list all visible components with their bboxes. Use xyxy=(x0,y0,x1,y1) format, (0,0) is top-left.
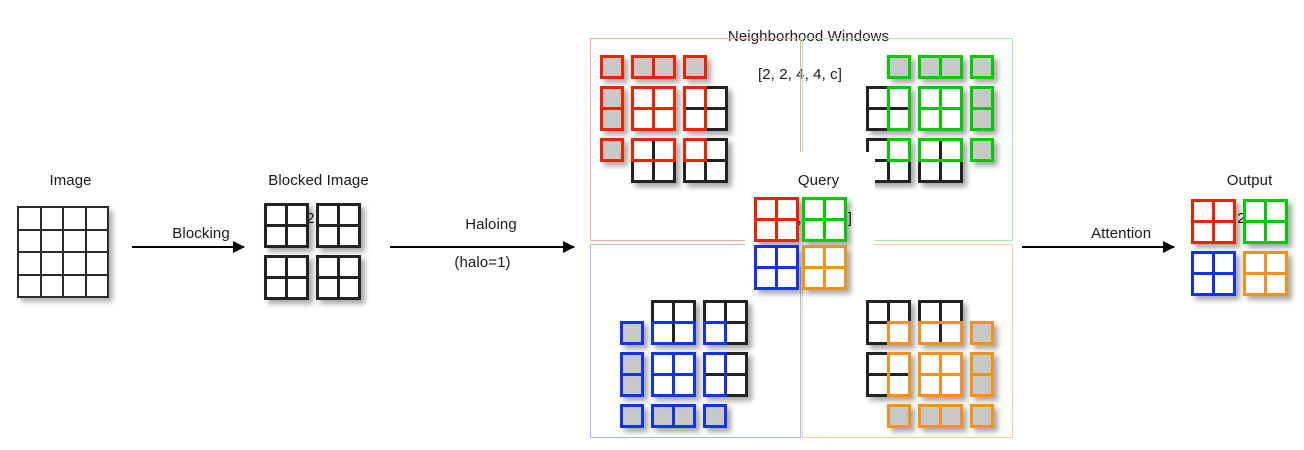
output-label-text: Output xyxy=(1226,172,1273,189)
halo-overlay xyxy=(703,321,727,345)
quadrant-box-top-right xyxy=(802,38,1013,241)
halo-overlay xyxy=(918,321,963,345)
output-tile-green xyxy=(1243,199,1288,244)
halo-edge-cell xyxy=(683,55,707,79)
image-cell xyxy=(64,230,85,251)
blocked-image-label-text: Blocked Image xyxy=(268,172,369,189)
neighborhood-windows-label: Neighborhood Windows [2, 2, 4, 4, c] xyxy=(690,8,910,122)
attention-arrow xyxy=(1022,241,1175,253)
image-cell xyxy=(41,230,62,251)
quadrant-box-top-left xyxy=(590,38,801,241)
haloing-arrow xyxy=(390,241,575,253)
halo-edge-cell xyxy=(887,55,911,79)
blocking-label-text: Blocking xyxy=(172,225,230,242)
haloing-op-label: Haloing (halo=1) xyxy=(410,196,555,310)
query-block xyxy=(651,352,696,397)
halo-overlay xyxy=(683,86,707,131)
blocking-op-label: Blocking xyxy=(125,205,260,262)
query-group xyxy=(754,197,860,293)
neighborhood-label-text: Neighborhood Windows xyxy=(727,28,890,45)
output-tile-red xyxy=(1191,199,1236,244)
haloing-label-text: Haloing xyxy=(465,216,517,233)
image-cell xyxy=(86,208,107,229)
query-label-text: Query xyxy=(797,172,840,189)
halo-corner-cell xyxy=(970,55,994,79)
halo-corner-cell xyxy=(600,55,624,79)
halo-overlay xyxy=(918,138,963,162)
image-cell xyxy=(19,275,40,296)
query-tile-blue xyxy=(754,245,799,290)
halo-edge-cells xyxy=(918,404,963,428)
blocked-image-group xyxy=(264,203,364,303)
halo-overlay xyxy=(887,86,911,131)
query-tile-orange xyxy=(802,245,847,290)
halo-edge-cell xyxy=(970,321,994,345)
halo-overlay xyxy=(887,138,911,162)
quadrant-box-bottom-left xyxy=(590,244,801,438)
block-tile xyxy=(316,203,361,248)
image-cell xyxy=(19,208,40,229)
image-cell xyxy=(64,253,85,274)
halo-overlay xyxy=(651,321,696,345)
image-cell xyxy=(86,275,107,296)
image-cell xyxy=(64,208,85,229)
halo-overlay xyxy=(683,138,707,162)
query-tile-red xyxy=(754,197,799,242)
halo-overlay xyxy=(631,138,676,162)
halo-edge-cell xyxy=(970,138,994,162)
halo-overlay xyxy=(703,352,727,397)
halo-edge-cells xyxy=(600,86,624,131)
attention-op-label: Attention xyxy=(1043,205,1183,262)
query-block xyxy=(918,86,963,131)
neighborhood-window-green xyxy=(866,55,1026,205)
output-tile-blue xyxy=(1191,251,1236,296)
block-tile xyxy=(264,203,309,248)
attention-label-text: Attention xyxy=(1091,225,1152,242)
output-tile-orange xyxy=(1243,251,1288,296)
halo-edge-cells xyxy=(620,352,644,397)
image-cell xyxy=(86,230,107,251)
query-block xyxy=(631,86,676,131)
halo-edge-cell xyxy=(887,404,911,428)
image-cell xyxy=(19,230,40,251)
image-cell xyxy=(86,253,107,274)
halo-edge-cell xyxy=(600,138,624,162)
image-grid-4x4 xyxy=(17,206,109,298)
halo-corner-cell xyxy=(620,404,644,428)
query-block xyxy=(918,352,963,397)
block-tile xyxy=(264,255,309,300)
halo-edge-cells xyxy=(970,86,994,131)
halo-edge-cell xyxy=(703,404,727,428)
neighborhood-window-blue xyxy=(620,300,780,450)
halo-edge-cell xyxy=(620,321,644,345)
halo-overlay xyxy=(887,321,911,345)
query-tile-green xyxy=(802,197,847,242)
quadrant-box-bottom-right xyxy=(802,244,1013,438)
haloing-sublabel-text: (halo=1) xyxy=(454,254,511,271)
blocking-arrow xyxy=(132,241,245,253)
neighborhood-window-red xyxy=(600,55,760,205)
halo-corner-cell xyxy=(970,404,994,428)
halo-edge-cells xyxy=(970,352,994,397)
neighborhood-shape-text: [2, 2, 4, 4, c] xyxy=(757,66,843,83)
neighborhood-window-orange xyxy=(866,300,1026,450)
image-label-text: Image xyxy=(49,172,92,189)
halo-edge-cells xyxy=(651,404,696,428)
halo-edge-cells xyxy=(918,55,963,79)
image-cell xyxy=(41,208,62,229)
block-tile xyxy=(316,255,361,300)
halo-edge-cells xyxy=(631,55,676,79)
output-group xyxy=(1191,199,1297,296)
halo-overlay xyxy=(887,352,911,397)
image-cell xyxy=(64,275,85,296)
image-cell xyxy=(41,275,62,296)
image-cell xyxy=(19,253,40,274)
image-cell xyxy=(41,253,62,274)
